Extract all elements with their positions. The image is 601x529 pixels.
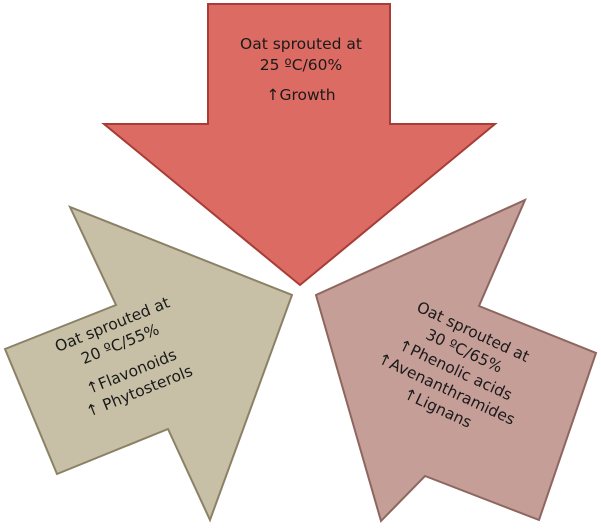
right-arrow-shape bbox=[314, 198, 598, 523]
top-arrow-effect: ↑Growth bbox=[266, 86, 336, 104]
left-arrow-shape bbox=[3, 205, 294, 523]
top-arrow-label: Oat sprouted at 25 ºC/60% ↑Growth bbox=[210, 34, 392, 106]
top-arrow-title-line1: Oat sprouted at bbox=[240, 35, 362, 53]
top-arrow-shape bbox=[101, 3, 498, 287]
top-arrow-title-line2: 25 ºC/60% bbox=[259, 56, 343, 74]
